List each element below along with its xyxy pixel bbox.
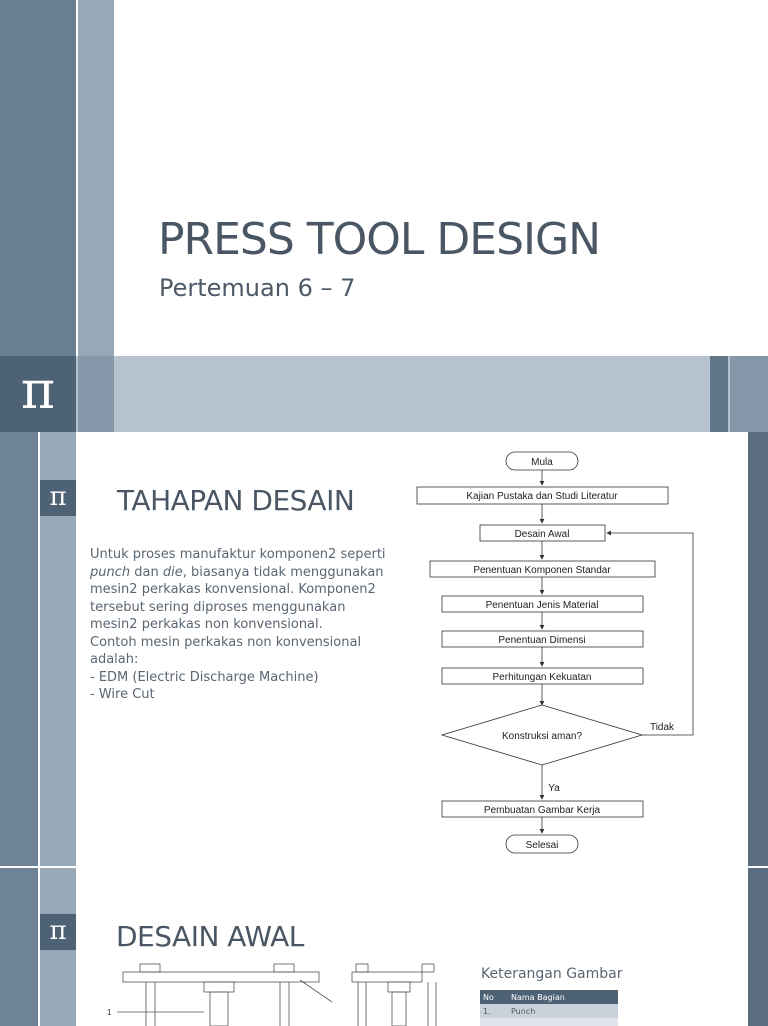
table-row bbox=[480, 1018, 618, 1026]
flow-label: Kajian Pustaka dan Studi Literatur bbox=[466, 491, 618, 502]
slide-title: PRESS TOOL DESIGN bbox=[158, 214, 601, 265]
body-line: mesin2 perkakas non konvensional. bbox=[90, 617, 323, 632]
decor-column bbox=[0, 868, 38, 1026]
table-header-cell: No bbox=[480, 990, 508, 1004]
drawing-plate bbox=[122, 971, 320, 983]
process-box bbox=[441, 667, 644, 685]
table-cell: 1. bbox=[480, 1004, 508, 1018]
title-slide: π PRESS TOOL DESIGN Pertemuan 6 – 7 bbox=[0, 0, 768, 432]
body-fragment: dan bbox=[130, 564, 163, 580]
flow-label: Penentuan Dimensi bbox=[498, 635, 585, 646]
body-line: adalah: bbox=[90, 652, 139, 667]
decor-column bbox=[748, 868, 768, 1026]
slide-subtitle: Pertemuan 6 – 7 bbox=[159, 274, 356, 302]
body-line: tersebut sering diproses menggunakan bbox=[90, 599, 346, 615]
table-header-cell: Nama Bagian bbox=[508, 990, 618, 1004]
table-header-row: No Nama Bagian bbox=[480, 990, 618, 1004]
drawing-bolt-head bbox=[421, 963, 435, 973]
decor-band-segment bbox=[730, 356, 768, 432]
flowchart: Mula Kajian Pustaka dan Studi Literatur … bbox=[416, 451, 694, 854]
drawing-punch-head bbox=[203, 981, 235, 993]
legend-table: No Nama Bagian 1. Punch bbox=[480, 990, 618, 1026]
drawing-bolt-head bbox=[273, 963, 295, 973]
flow-label: Perhitungan Kekuatan bbox=[493, 672, 592, 683]
process-box bbox=[441, 800, 644, 818]
table-row: 1. Punch bbox=[480, 1004, 618, 1018]
loop-arrow bbox=[606, 530, 694, 736]
drawing-bolt-head bbox=[139, 963, 161, 973]
start-terminator bbox=[505, 451, 579, 471]
desain-awal-slide: π DESAIN AWAL 1 Keterangan Gamb bbox=[0, 866, 768, 1026]
decor-band bbox=[0, 356, 768, 432]
flow-label: Konstruksi aman? bbox=[502, 731, 582, 742]
pi-icon: π bbox=[40, 480, 76, 516]
table-cell bbox=[508, 1018, 618, 1026]
flow-label: Penentuan Komponen Standar bbox=[473, 565, 611, 576]
process-box bbox=[429, 560, 656, 578]
process-box bbox=[441, 630, 644, 648]
callout-leader bbox=[299, 979, 333, 1003]
pi-icon: π bbox=[40, 914, 76, 950]
callout-number: 1 bbox=[107, 1008, 112, 1017]
flow-label: Mula bbox=[531, 457, 553, 468]
body-line: - Wire Cut bbox=[90, 687, 155, 702]
table-cell bbox=[480, 1018, 508, 1026]
body-line: - EDM (Electric Discharge Machine) bbox=[90, 669, 319, 685]
drawing-punch bbox=[391, 991, 407, 1026]
drawing-punch bbox=[209, 991, 229, 1026]
decor-column bbox=[78, 0, 114, 356]
decor-column bbox=[0, 0, 76, 356]
body-line: punch dan die, biasanya tidak menggunaka… bbox=[90, 564, 390, 582]
slide-title: DESAIN AWAL bbox=[116, 920, 304, 953]
body-line: Untuk proses manufaktur komponen2 sepert… bbox=[90, 547, 386, 562]
table-cell: Punch bbox=[508, 1004, 618, 1018]
em-text: punch bbox=[90, 564, 131, 580]
flow-label: Desain Awal bbox=[515, 529, 570, 540]
decor-band-segment bbox=[710, 356, 728, 432]
flow-label: Selesai bbox=[526, 840, 559, 851]
decor-column bbox=[748, 432, 768, 866]
flow-label: Ya bbox=[548, 783, 560, 794]
decor-band-segment bbox=[78, 356, 114, 432]
drawing-plate bbox=[351, 971, 423, 983]
slide-title: TAHAPAN DESAIN bbox=[117, 484, 355, 517]
process-box bbox=[416, 486, 669, 505]
decor-column bbox=[0, 432, 38, 866]
body-line: Contoh mesin perkakas non konvensional bbox=[90, 634, 362, 650]
body-text: Untuk proses manufaktur komponen2 sepert… bbox=[90, 546, 390, 704]
process-box bbox=[479, 524, 606, 542]
pi-icon: π bbox=[0, 356, 76, 432]
legend-title: Keterangan Gambar bbox=[481, 966, 623, 982]
body-line: mesin2 perkakas konvensional. Komponen2 bbox=[90, 582, 376, 597]
flow-label: Pembuatan Gambar Kerja bbox=[484, 805, 601, 816]
drawing-bolt-head bbox=[355, 963, 369, 973]
technical-drawing: 1 bbox=[107, 963, 437, 1026]
body-fragment: , biasanya tidak menggunakan bbox=[182, 564, 384, 580]
drawing-punch-head bbox=[387, 981, 411, 993]
flow-label: Tidak bbox=[650, 722, 675, 733]
decision-diamond bbox=[440, 704, 644, 766]
tahapan-desain-slide: π TAHAPAN DESAIN Untuk proses manufaktur… bbox=[0, 432, 768, 866]
process-box bbox=[441, 595, 644, 613]
em-text: die bbox=[162, 564, 183, 580]
flow-label: Penentuan Jenis Material bbox=[486, 600, 599, 611]
end-terminator bbox=[505, 834, 579, 854]
